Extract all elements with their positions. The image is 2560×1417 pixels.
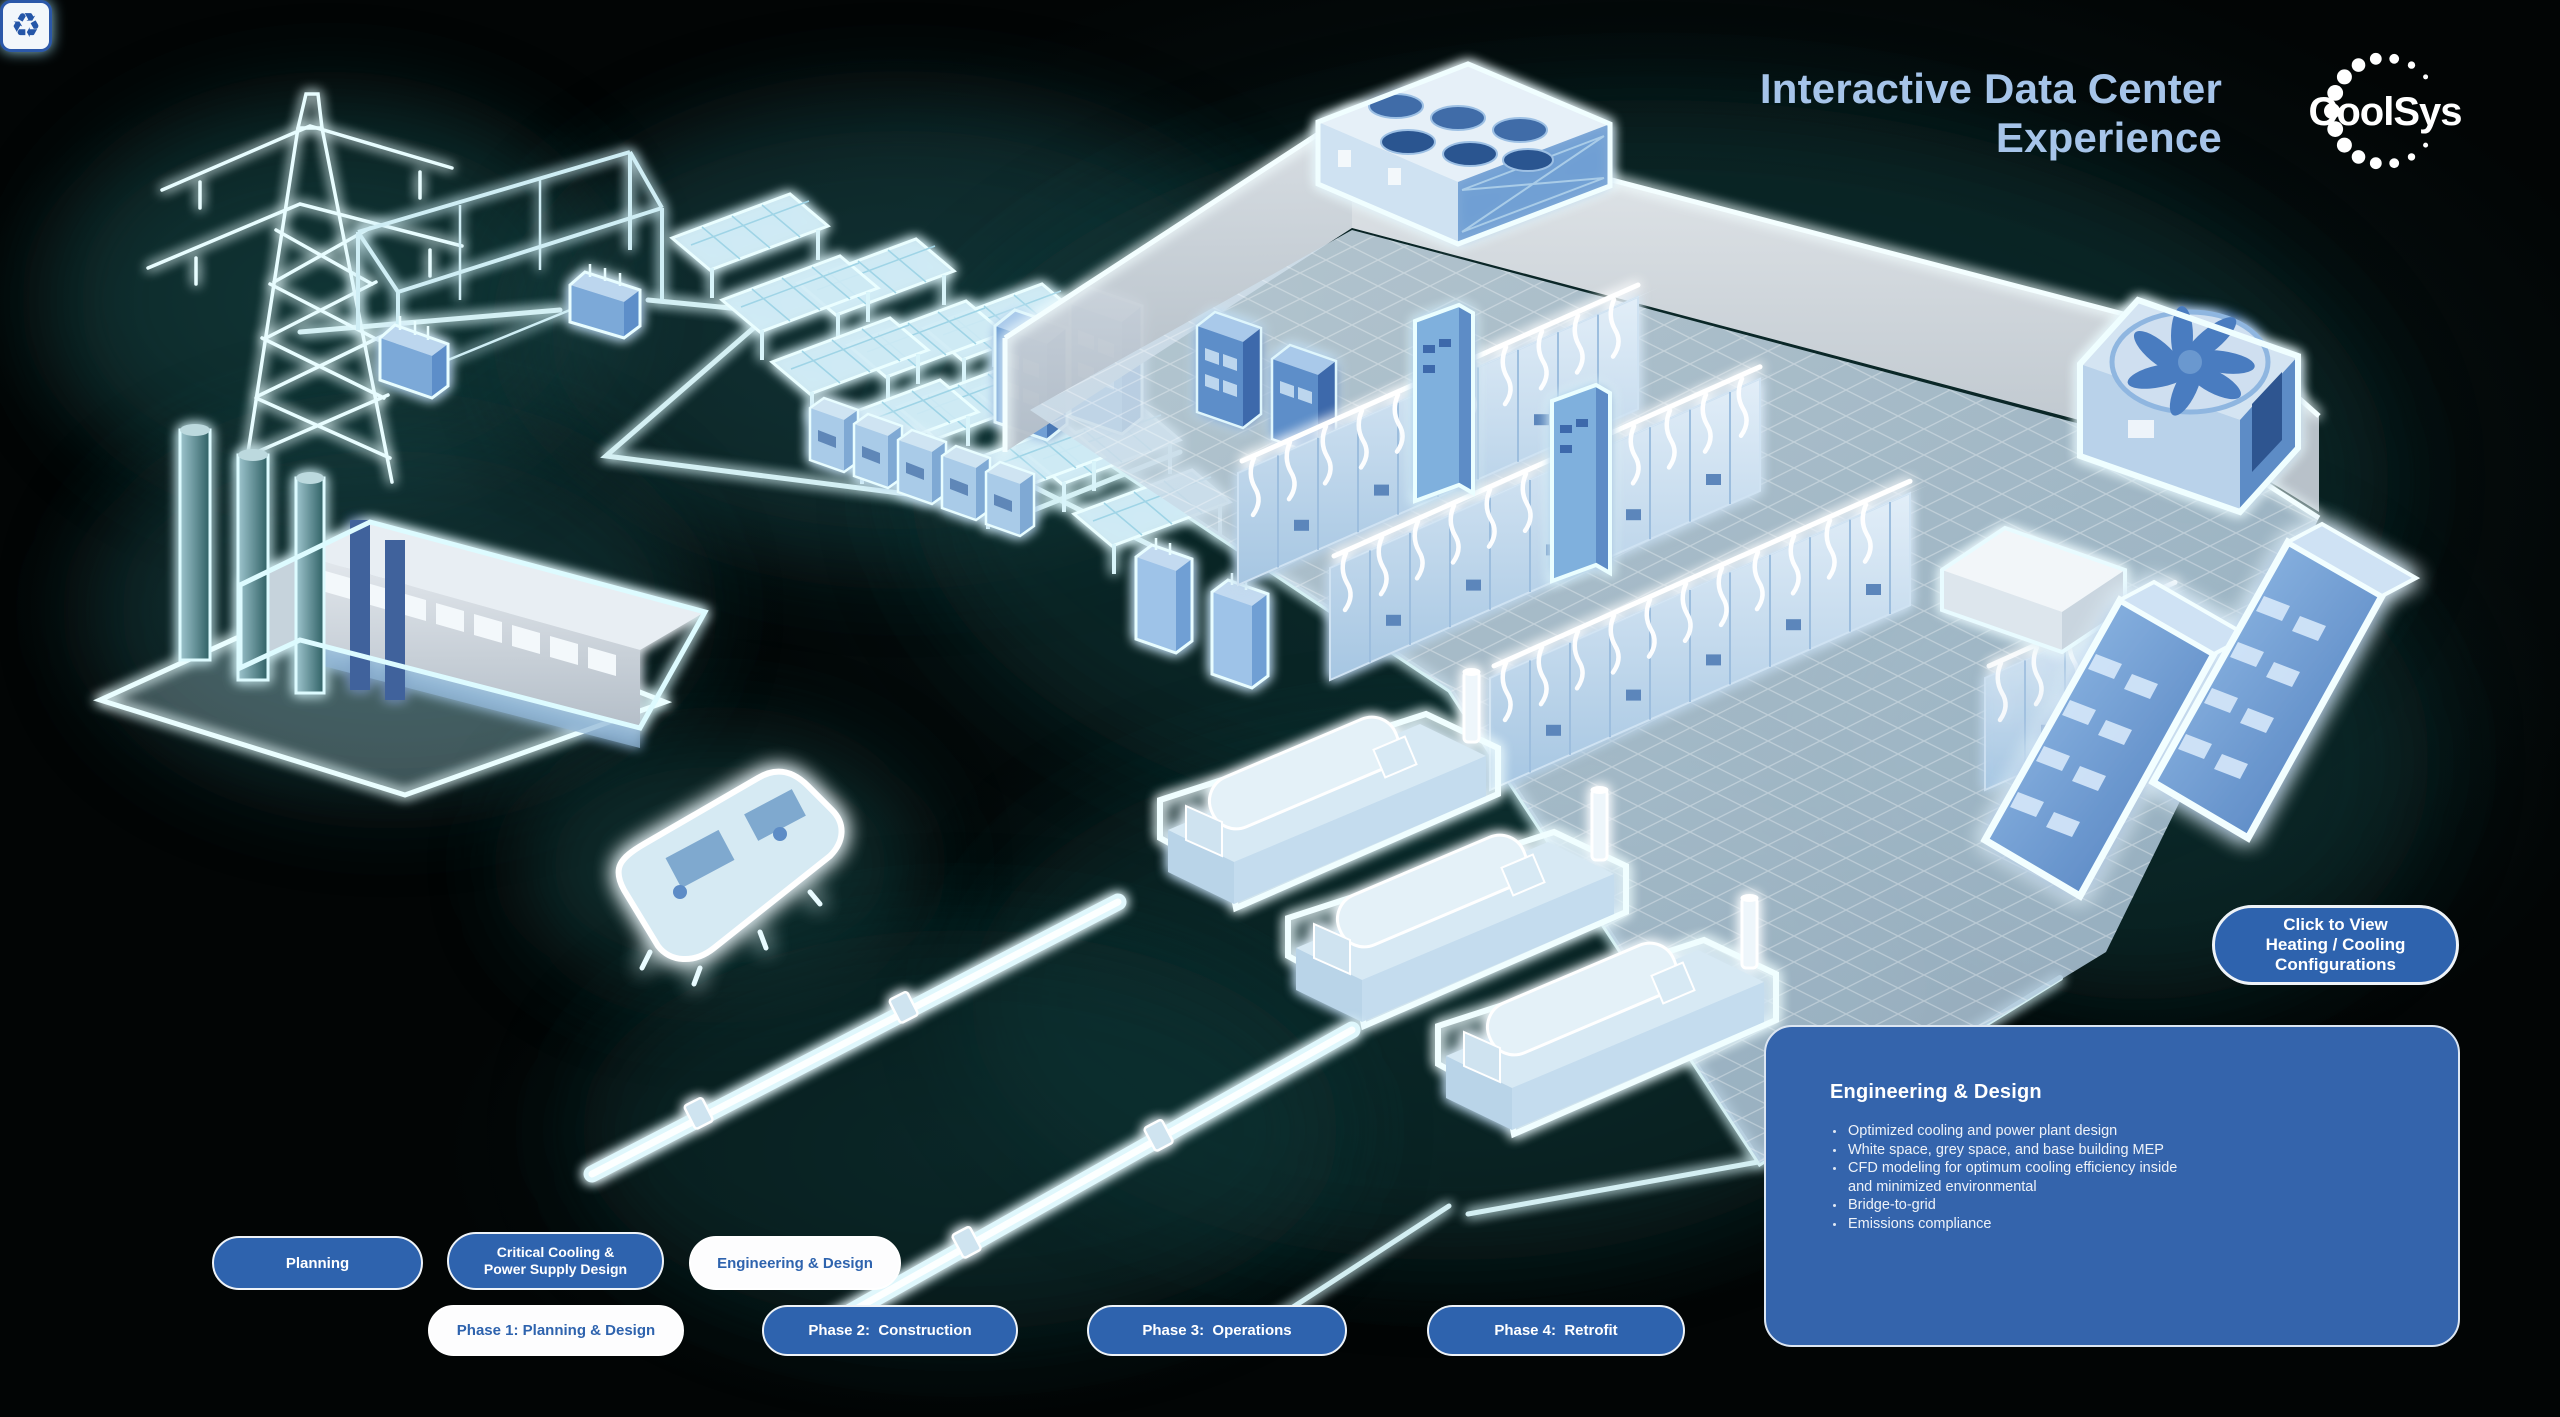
transformer (378, 316, 450, 400)
bullet-item: White space, grey space, and base buildi… (1846, 1141, 2418, 1160)
info-panel-heading: Engineering & Design (1830, 1081, 2042, 1103)
page-title: Interactive Data Center Experience (1759, 65, 2222, 161)
view-configurations-button[interactable]: Click to View Heating / Cooling Configur… (2212, 905, 2459, 985)
electrical-substation (356, 150, 664, 400)
service-button-engineering-design[interactable]: Engineering & Design (689, 1236, 901, 1290)
logo-dotted-ring (2324, 52, 2429, 170)
service-button-critical-cooling[interactable]: Critical Cooling & Power Supply Design (447, 1232, 664, 1290)
cooling-pipes (583, 893, 1361, 1341)
utility-box (1940, 525, 2127, 655)
switchgear-units (1134, 538, 1270, 690)
info-panel: Engineering & Design Optimized cooling a… (1764, 1025, 2460, 1347)
bullet-item: Emissions compliance (1846, 1215, 2418, 1234)
exhaust-fan-unit (2077, 296, 2301, 516)
fan-openings (1368, 93, 1554, 172)
rooftop-cooling-unit (1315, 61, 1613, 247)
phase-button-3[interactable]: Phase 3: Operations (1087, 1305, 1347, 1356)
phase-button-4[interactable]: Phase 4: Retrofit (1427, 1305, 1685, 1356)
phase-button-2[interactable]: Phase 2: Construction (762, 1305, 1018, 1356)
chiller-unit (615, 768, 845, 987)
coolsys-logo: CoolSys (2308, 52, 2463, 170)
info-panel-bullets: Optimized cooling and power plant design… (1830, 1122, 2418, 1234)
service-button-planning[interactable]: Planning (212, 1236, 423, 1290)
bullet-item: Optimized cooling and power plant design (1846, 1122, 2418, 1141)
logo-text: CoolSys (2308, 90, 2461, 134)
network-cabinets (1195, 310, 1338, 457)
bullet-item: CFD modeling for optimum cooling efficie… (1846, 1159, 2418, 1196)
transformer (568, 264, 642, 340)
power-plant (92, 424, 709, 798)
ups-cabinets (1413, 302, 1612, 584)
phase-button-1[interactable]: Phase 1: Planning & Design (428, 1305, 684, 1356)
bullet-item: Bridge-to-grid (1846, 1196, 2418, 1215)
recycle-icon[interactable]: ♻ (0, 0, 52, 52)
